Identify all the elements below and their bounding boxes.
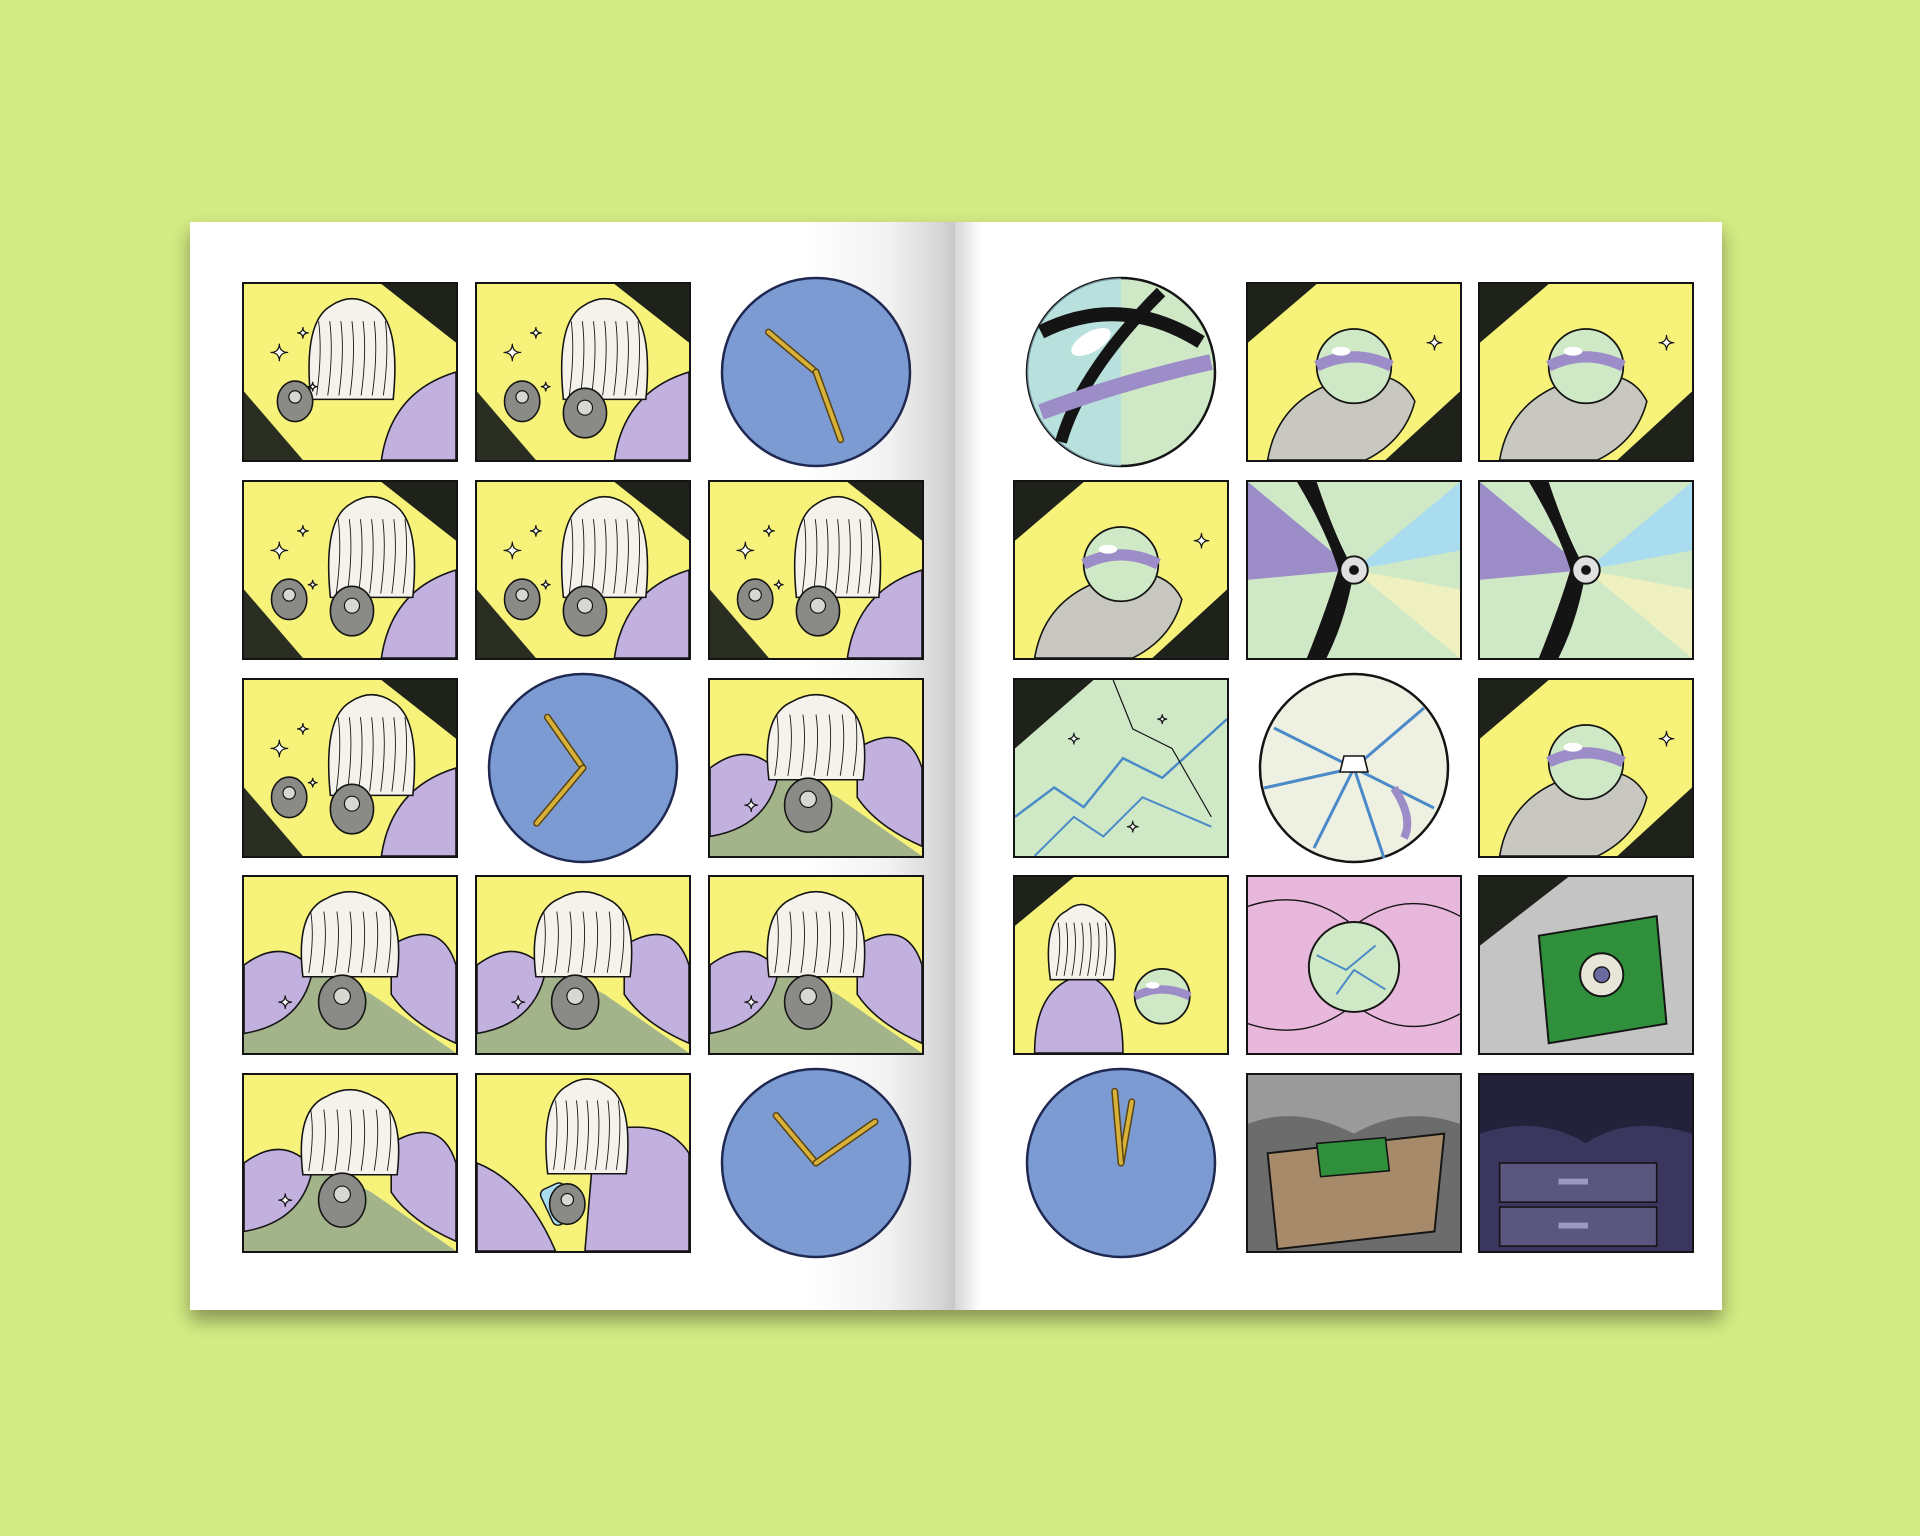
right-comic-panel-12 — [1478, 875, 1694, 1055]
left-clock-panel-15 — [716, 1063, 916, 1263]
hands-to-face-illustration — [477, 284, 689, 460]
right-comic-panel-9 — [1478, 678, 1694, 858]
right-comic-panel-14 — [1246, 1073, 1462, 1253]
right-page-gutter-shadow — [955, 222, 981, 1310]
hand-ok-sign-illustration — [244, 284, 456, 460]
right-orb-panel-8 — [1254, 668, 1454, 868]
orb-on-cushion-illustration — [1248, 877, 1460, 1053]
left-comic-panel-6 — [708, 480, 924, 660]
left-comic-panel-12 — [708, 875, 924, 1055]
right-comic-panel-5 — [1246, 480, 1462, 660]
clock-icon — [487, 672, 679, 864]
hand-holding-orb-illustration — [1015, 482, 1227, 658]
resting-head-illustration — [244, 877, 456, 1053]
clock-icon — [720, 276, 912, 468]
clock-icon — [720, 1067, 912, 1259]
right-comic-panel-4 — [1013, 480, 1229, 660]
hand-holding-orb-illustration — [1248, 284, 1460, 460]
right-comic-panel-10 — [1013, 875, 1229, 1055]
right-comic-panel-3 — [1478, 282, 1694, 462]
hand-holding-orb-illustration — [1480, 680, 1692, 856]
resting-head-illustration — [477, 877, 689, 1053]
figure-with-orb-illustration — [1015, 877, 1227, 1053]
left-comic-panel-11 — [475, 875, 691, 1055]
resting-head-illustration — [244, 1075, 456, 1251]
cracked-orb-icon — [1258, 672, 1450, 864]
left-comic-panel-10 — [242, 875, 458, 1055]
right-comic-panel-6 — [1478, 480, 1694, 660]
green-box-illustration — [1480, 877, 1692, 1053]
holding-object-illustration — [477, 1075, 689, 1251]
hands-to-face-illustration — [477, 482, 689, 658]
orb-closeup-illustration — [1480, 482, 1692, 658]
left-page — [190, 222, 955, 1310]
right-page — [955, 222, 1722, 1310]
open-comic-book — [190, 222, 1722, 1310]
left-comic-panel-13 — [242, 1073, 458, 1253]
crystal-ball-icon — [1025, 276, 1217, 468]
orb-closeup-illustration — [1248, 482, 1460, 658]
left-comic-panel-1 — [242, 282, 458, 462]
left-comic-panel-4 — [242, 480, 458, 660]
left-comic-panel-7 — [242, 678, 458, 858]
right-comic-panel-15 — [1478, 1073, 1694, 1253]
left-comic-panel-14 — [475, 1073, 691, 1253]
hand-holding-orb-illustration — [1480, 284, 1692, 460]
box-in-drawer-illustration — [1248, 1075, 1460, 1251]
right-comic-panel-11 — [1246, 875, 1462, 1055]
hands-to-face-illustration — [710, 482, 922, 658]
left-comic-panel-9 — [708, 678, 924, 858]
resting-head-illustration — [710, 877, 922, 1053]
cracked-surface-illustration — [1015, 680, 1227, 856]
dark-drawer-illustration — [1480, 1075, 1692, 1251]
left-comic-panel-5 — [475, 480, 691, 660]
resting-head-illustration — [710, 680, 922, 856]
left-clock-panel-8 — [483, 668, 683, 868]
hands-to-face-illustration — [244, 482, 456, 658]
left-comic-panel-2 — [475, 282, 691, 462]
right-clock-panel-13 — [1021, 1063, 1221, 1263]
clock-icon — [1025, 1067, 1217, 1259]
left-clock-panel-3 — [716, 272, 916, 472]
right-comic-panel-2 — [1246, 282, 1462, 462]
right-comic-panel-7 — [1013, 678, 1229, 858]
right-orb-panel-1 — [1021, 272, 1221, 472]
hands-to-face-illustration — [244, 680, 456, 856]
